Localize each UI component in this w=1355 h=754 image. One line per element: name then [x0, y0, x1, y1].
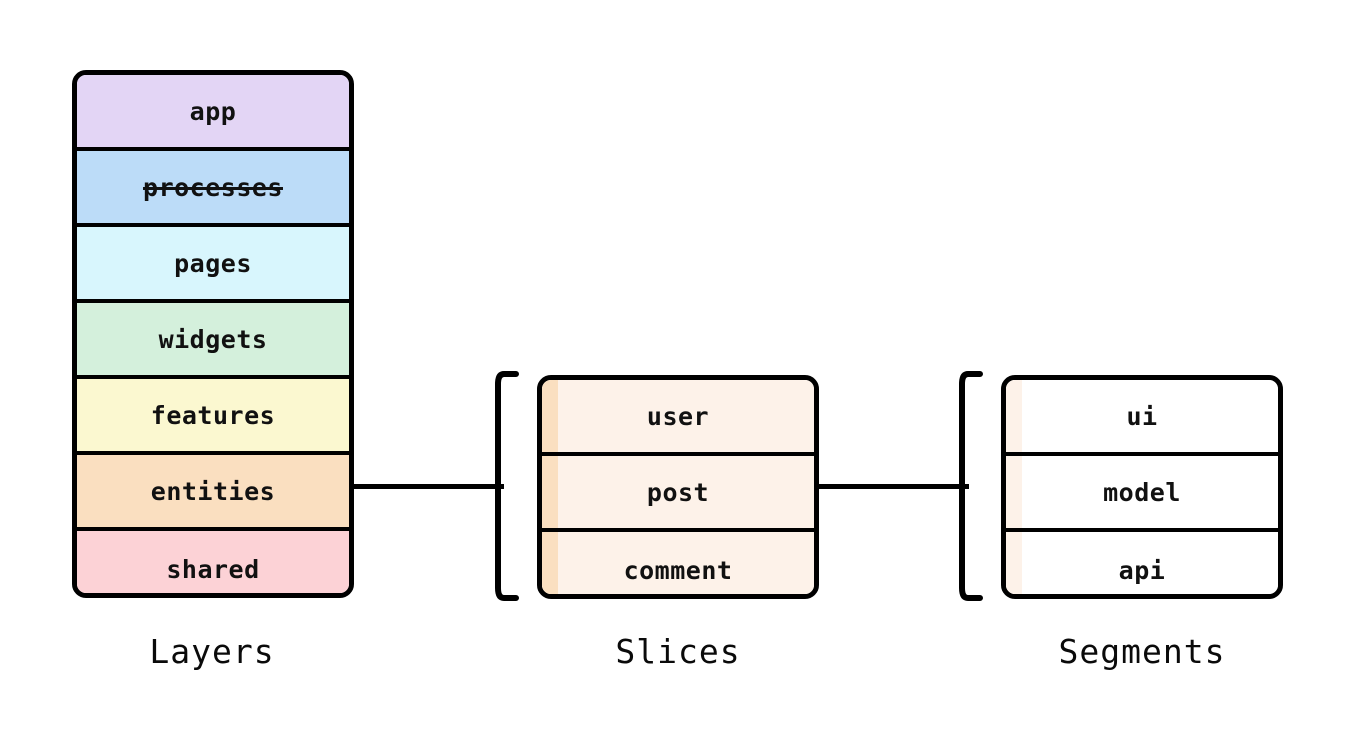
- segments-stack: ui model api: [1001, 375, 1283, 599]
- caption-layers: Layers: [149, 632, 275, 671]
- layer-label-shared: shared: [166, 554, 260, 584]
- slice-row-comment[interactable]: comment: [542, 532, 814, 594]
- slice-accent-stripe-user: [542, 380, 558, 452]
- segment-accent-stripe-ui: [1006, 380, 1022, 452]
- slice-accent-stripe-post: [542, 456, 558, 528]
- caption-segments: Segments: [1058, 632, 1226, 671]
- layer-row-entities[interactable]: entities: [77, 455, 349, 531]
- layer-label-entities: entities: [150, 476, 276, 506]
- segment-row-model[interactable]: model: [1006, 456, 1278, 532]
- segment-row-api[interactable]: api: [1006, 532, 1278, 594]
- segment-accent-stripe-model: [1006, 456, 1022, 528]
- layer-row-pages[interactable]: pages: [77, 227, 349, 303]
- connector-layers-to-slices: [352, 484, 504, 489]
- layer-label-widgets: widgets: [158, 324, 268, 354]
- slice-label-comment: comment: [623, 555, 733, 585]
- segment-accent-stripe-api: [1006, 532, 1022, 594]
- connector-slices-to-segments: [817, 484, 969, 489]
- segment-row-ui[interactable]: ui: [1006, 380, 1278, 456]
- slice-row-post[interactable]: post: [542, 456, 814, 532]
- slice-label-post: post: [646, 477, 710, 507]
- layer-label-processes: processes: [143, 172, 283, 202]
- layer-row-features[interactable]: features: [77, 379, 349, 455]
- layer-row-widgets[interactable]: widgets: [77, 303, 349, 379]
- slices-stack: user post comment: [537, 375, 819, 599]
- layer-label-app: app: [189, 96, 237, 126]
- layer-row-app[interactable]: app: [77, 75, 349, 151]
- layer-label-features: features: [150, 400, 276, 430]
- segment-label-model: model: [1103, 477, 1181, 507]
- slice-row-user[interactable]: user: [542, 380, 814, 456]
- slice-label-user: user: [646, 401, 710, 431]
- caption-slices: Slices: [615, 632, 741, 671]
- layer-label-pages: pages: [174, 248, 252, 278]
- slice-accent-stripe-comment: [542, 532, 558, 594]
- segment-label-api: api: [1118, 555, 1166, 585]
- layers-stack: app processes pages widgets features ent…: [72, 70, 354, 598]
- segments-bracket: [958, 370, 984, 602]
- slices-bracket: [494, 370, 520, 602]
- segment-label-ui: ui: [1126, 401, 1158, 431]
- layer-row-shared[interactable]: shared: [77, 531, 349, 593]
- layer-row-processes[interactable]: processes: [77, 151, 349, 227]
